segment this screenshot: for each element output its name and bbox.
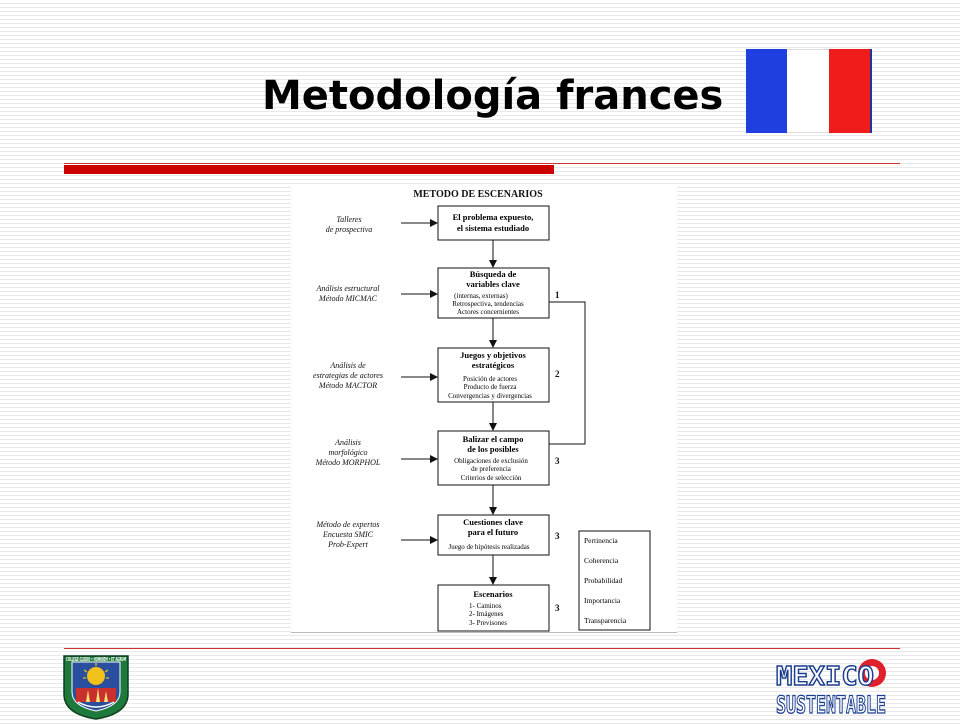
logo-text-line2: SUSTENTABLE (776, 691, 886, 717)
box-item: Juego de hipótesis realizadas (448, 543, 529, 551)
criteria-item: Probabilidad (584, 576, 623, 585)
left-label-line: Método MICMAC (318, 294, 378, 303)
feedback-loop-line (549, 301, 586, 445)
box-item: 1- Caminos (469, 602, 502, 610)
step-number: 3 (555, 456, 560, 466)
box-title-line: Escenarios (473, 589, 513, 599)
step-number: 3 (555, 531, 560, 541)
box-title-line: variables clave (466, 279, 520, 289)
box-item: 3- Previsones (469, 619, 507, 627)
process-box-variables: Búsqueda de variables clave (internas, e… (437, 267, 550, 319)
left-label-micmac: Análisis estructural Método MICMAC (316, 284, 381, 303)
box-title-line: para el futuro (468, 527, 518, 537)
box-title-line: de los posibles (467, 444, 519, 454)
mexico-sustentable-logo: MEXICO SUSTENTABLE (774, 655, 888, 720)
box-item: Retrospectiva, tendencias (452, 300, 524, 308)
step-number: 1 (555, 290, 560, 300)
step-number: 2 (555, 369, 560, 379)
college-shield-logo: COLLEGE CLUDIO • HOMINEM • ET AGRUM (62, 654, 130, 720)
criteria-item: Transparencia (584, 616, 627, 625)
college-shield-svg: COLLEGE CLUDIO • HOMINEM • ET AGRUM (63, 655, 129, 720)
left-label-line: Método MACTOR (318, 381, 377, 390)
logo-text-line1: MEXICO (776, 662, 874, 692)
criteria-item: Pertinencia (584, 536, 618, 545)
box-item: Convergencias y divergencias (448, 392, 532, 400)
box-item: (internas, externas) (454, 292, 508, 300)
red-accent-bar (64, 165, 554, 174)
box-title-line: El problema expuesto, (453, 212, 534, 222)
box-item: de preferencia (471, 465, 512, 473)
left-label-line: Método MORPHOL (315, 458, 381, 467)
box-item: Producto de fuerza (464, 383, 518, 391)
criteria-item: Importancia (584, 596, 621, 605)
left-label-line: Análisis (334, 438, 361, 447)
shield-ring-text: COLLEGE CLUDIO • HOMINEM • ET AGRUM (66, 657, 126, 663)
slide-title: Metodología frances (262, 73, 724, 119)
process-box-escenarios: Escenarios 1- Caminos 2- Imágenes 3- Pre… (437, 584, 550, 632)
flag-edge (870, 49, 872, 133)
box-item: Posición de actores (463, 375, 517, 383)
flag-red-stripe (828, 49, 870, 133)
left-label-line: morfológico (328, 448, 367, 457)
process-box-cuestiones: Cuestiones clave para el futuro Juego de… (437, 514, 550, 556)
criteria-item: Coherencia (584, 556, 619, 565)
left-label-talleres: Talleres de prospectiva (326, 215, 373, 234)
left-label-line: Método de expertos (315, 520, 379, 529)
left-label-line: de prospectiva (326, 225, 373, 234)
step-numbers: 1 2 3 3 3 (555, 290, 560, 613)
left-label-line: Encuesta SMIC (322, 530, 374, 539)
box-item: 2- Imágenes (469, 610, 504, 618)
box-title-line: Búsqueda de (470, 269, 517, 279)
box-item: Obligaciones de exclusión (454, 457, 528, 465)
left-label-mactor: Análisis de estrategias de actores Métod… (313, 361, 383, 390)
box-title-line: Balizar el campo (463, 434, 524, 444)
process-box-problema: El problema expuesto, el sistema estudia… (437, 205, 550, 241)
input-arrows (401, 219, 438, 544)
left-label-line: estrategias de actores (313, 371, 383, 380)
diagram-heading: METODO DE ESCENARIOS (413, 189, 543, 200)
scenario-method-diagram: METODO DE ESCENARIOS Talleres de prospec… (291, 184, 677, 633)
process-box-balizar: Balizar el campo de los posibles Obligac… (437, 430, 550, 486)
left-label-line: Talleres (336, 215, 361, 224)
left-label-line: Análisis de (329, 361, 366, 370)
left-label-morphol: Análisis morfológico Método MORPHOL (315, 438, 381, 467)
left-label-expertos: Método de expertos Encuesta SMIC Prob-Ex… (315, 520, 379, 549)
box-title-line: Cuestiones clave (463, 517, 523, 527)
bottom-divider-line (64, 648, 900, 649)
mexico-sustentable-svg: MEXICO SUSTENTABLE (775, 659, 887, 720)
french-flag-image (746, 49, 872, 133)
box-item: Actores concernientes (457, 308, 519, 316)
box-title-line: el sistema estudiado (457, 223, 529, 233)
step-number: 3 (555, 603, 560, 613)
box-title-line: Juegos y objetivos (460, 350, 526, 360)
top-divider-line (64, 163, 900, 164)
left-label-line: Análisis estructural (316, 284, 381, 293)
box-item: Criterios de selección (461, 474, 522, 482)
left-label-line: Prob-Expert (327, 540, 368, 549)
box-title-line: estratégicos (472, 360, 515, 370)
diagram-svg: METODO DE ESCENARIOS Talleres de prospec… (313, 189, 651, 632)
flag-blue-stripe (746, 49, 788, 133)
criteria-box: Pertinencia Coherencia Probabilidad Impo… (578, 530, 651, 631)
process-box-juegos: Juegos y objetivos estratégicos Posición… (437, 347, 550, 403)
flag-white-stripe (787, 49, 829, 133)
